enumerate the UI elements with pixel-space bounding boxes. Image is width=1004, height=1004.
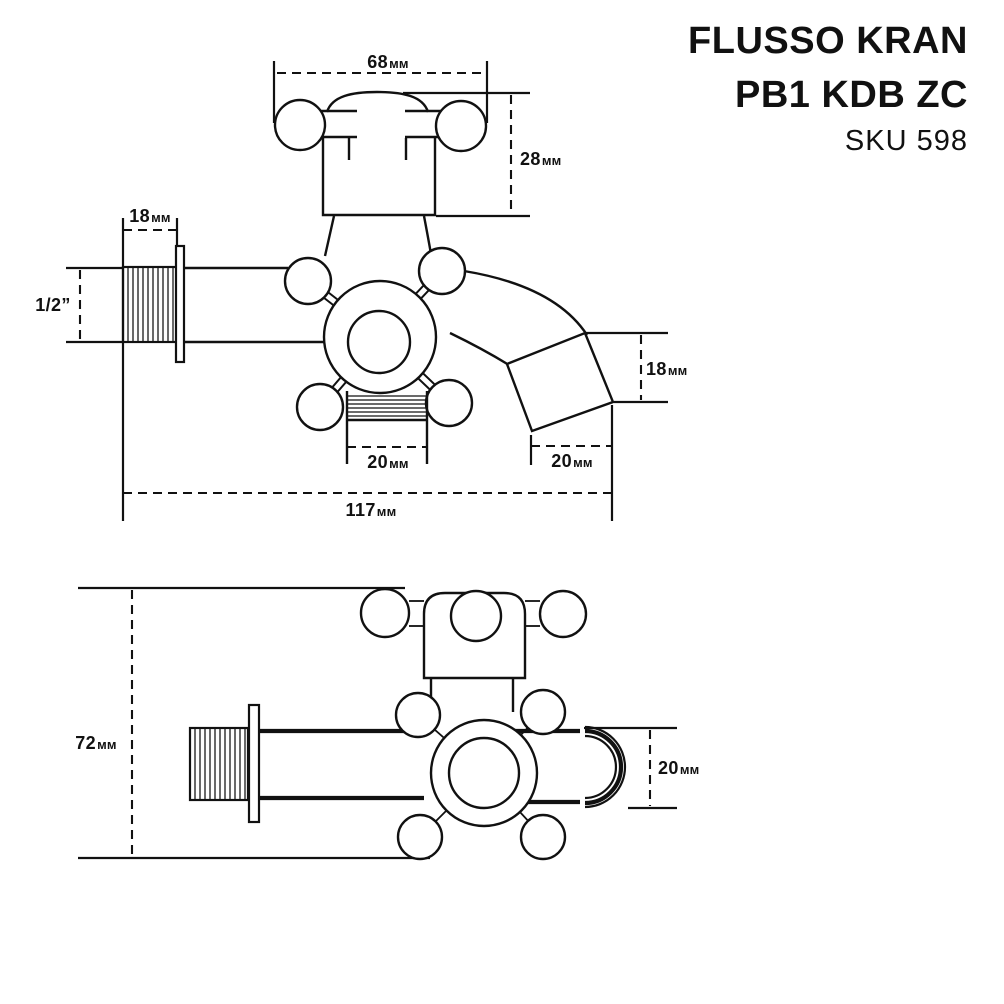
handle-body-top: [422, 591, 527, 680]
title-block: FLUSSO KRAN PB1 KDB ZC SKU 598: [688, 20, 968, 157]
dim-outlet-width: 20мм: [347, 445, 427, 472]
valve-knob-lr-top: [519, 813, 567, 861]
dim-label-20mm-spout: 20мм: [551, 451, 592, 471]
handle-knob-middle-top: [449, 589, 503, 643]
inlet-flange-top: [247, 703, 261, 824]
dim-label-18mm-spout: 18мм: [646, 359, 687, 379]
valve-knob-ul-top: [394, 691, 442, 739]
product-sku: SKU 598: [845, 125, 968, 157]
top-handle: [359, 587, 588, 712]
side-outlet: [345, 391, 429, 464]
top-inlet: [188, 703, 424, 824]
handle-knob-left: [273, 98, 327, 152]
dim-label-18mm-inlet: 18мм: [129, 206, 170, 226]
valve-knob-lower-right: [424, 378, 474, 428]
spout-cap-mid: [584, 728, 624, 806]
dim-label-72mm: 72мм: [75, 733, 116, 753]
handle-stem-left: [323, 215, 336, 257]
inlet-thread-block-top: [188, 726, 250, 802]
inlet-thread-hatch: [127, 268, 174, 341]
dim-overall-depth: 72мм: [75, 590, 134, 856]
valve-cap-top: [447, 736, 521, 810]
valve-knob-upper-left: [283, 256, 333, 306]
dim-label-28mm: 28мм: [520, 149, 561, 169]
dim-inlet-thread: 1/2”: [35, 266, 123, 344]
top-view-drawing: 72мм: [75, 586, 699, 861]
top-valve: [394, 688, 567, 861]
valve-knob-ll-top: [396, 813, 444, 861]
product-name-line1: FLUSSO KRAN: [688, 20, 968, 62]
handle-dome: [325, 90, 430, 113]
dim-overall-length: 117мм: [123, 491, 612, 520]
spout-cap-outer: [584, 725, 627, 809]
dim-label-68mm: 68мм: [367, 52, 408, 72]
dim-spout-diameter: 20мм: [584, 726, 699, 810]
handle-knob-left-top: [359, 587, 411, 639]
valve-cap: [346, 309, 412, 375]
inlet-thread-hatch-top: [194, 729, 246, 799]
valve-knob-ur-top: [519, 688, 567, 736]
valve-knob-lower-left: [295, 382, 345, 432]
outlet-thread-hatch: [348, 395, 426, 417]
side-inlet: [121, 244, 326, 364]
dim-label-20mm-outlet: 20мм: [367, 452, 408, 472]
spout-inner-wall: [449, 331, 510, 367]
handle-knob-right: [434, 99, 488, 153]
handle-body: [321, 137, 437, 217]
spout-outer-wall: [463, 269, 589, 336]
inlet-thread-block: [121, 265, 180, 344]
spout-nozzle: [505, 331, 615, 433]
dim-spout-length: 20мм: [529, 405, 614, 521]
dim-spout-drop: 18мм: [586, 331, 687, 404]
handle-knob-right-top: [538, 589, 588, 639]
top-spout: [512, 725, 627, 809]
inlet-flange: [174, 244, 186, 364]
side-handle: [273, 90, 488, 257]
dim-inlet-length: 18мм: [121, 206, 179, 521]
dim-label-117mm: 117мм: [346, 500, 397, 520]
dim-label-20mm-diameter: 20мм: [658, 758, 699, 778]
valve-knob-upper-right: [417, 246, 467, 296]
side-spout: [449, 269, 615, 433]
side-view-drawing: 68мм 28мм: [35, 52, 687, 521]
dim-handle-width: 68мм: [272, 52, 489, 123]
side-valve: [283, 246, 474, 432]
handle-connector-lines: [409, 600, 540, 627]
handle-stem-right: [422, 215, 433, 255]
product-name-line2: PB1 KDB ZC: [735, 74, 968, 116]
dim-handle-height: 28мм: [403, 91, 561, 218]
dim-label-half-inch: 1/2”: [35, 295, 71, 315]
spout-cap-inner: [584, 734, 618, 800]
